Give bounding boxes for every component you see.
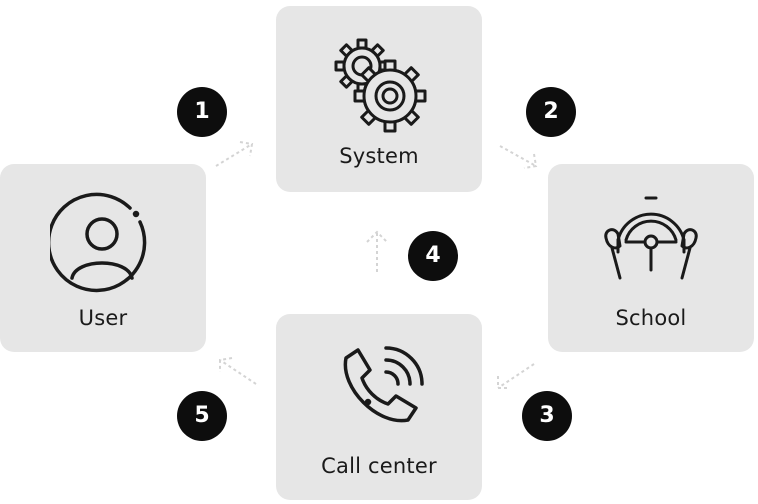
node-school-label: School — [615, 306, 687, 330]
node-call-center: Call center — [276, 314, 482, 500]
node-user-label: User — [78, 306, 128, 330]
node-system-label: System — [339, 144, 419, 168]
arrow-call-center-to-system — [366, 230, 388, 272]
arrow-call-center-to-user — [219, 357, 257, 385]
node-system: System — [276, 6, 482, 192]
phone-ringing-icon — [343, 346, 424, 423]
arrow-system-to-school — [499, 145, 538, 169]
node-school: School — [548, 164, 754, 352]
arrow-school-to-call-center — [497, 363, 535, 389]
node-call-center-label: Call center — [321, 454, 437, 478]
step-badge-3: 3 — [522, 391, 572, 441]
step-badge-5: 5 — [177, 391, 227, 441]
user-icon — [50, 192, 147, 293]
step-badge-4: 4 — [408, 231, 458, 281]
step-badge-2: 2 — [526, 87, 576, 137]
node-user: User — [0, 164, 206, 352]
arrow-user-to-system — [215, 141, 254, 167]
steering-wheel-icon — [604, 196, 698, 280]
step-badge-1: 1 — [177, 87, 227, 137]
gears-icon — [334, 38, 427, 133]
